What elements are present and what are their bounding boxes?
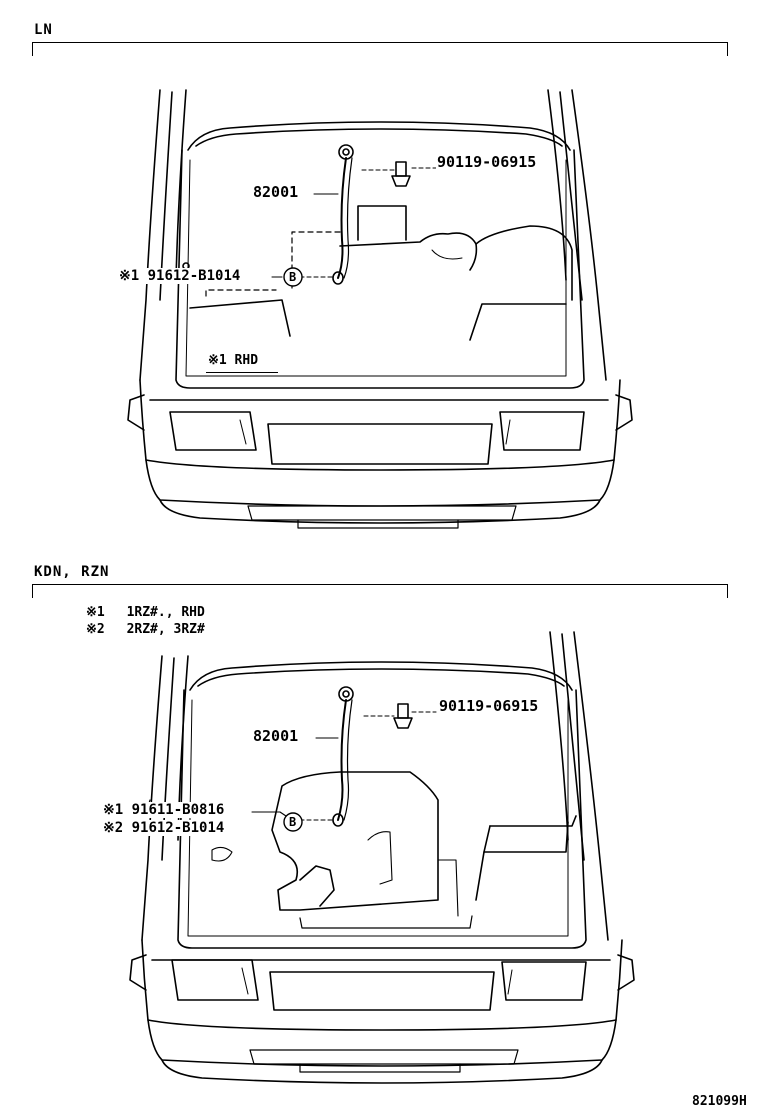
section-2-note-2: ※2 2RZ#, 3RZ# — [86, 622, 205, 637]
section-2-callout-letter: B — [289, 815, 297, 829]
section-2-title: KDN, RZN — [34, 564, 110, 580]
section-2-callout-circle — [283, 812, 303, 832]
section-2-note-1: ※1 1RZ#., RHD — [86, 605, 205, 620]
section-2-part-nut-2: ※2 91612-B1014 — [102, 820, 226, 836]
section-1-title: LN — [34, 22, 53, 38]
section-2-part-bolt: 90119-06915 — [438, 697, 540, 715]
section-2-note-1-mark: ※1 — [86, 605, 105, 620]
section-2-part-cable: 82001 — [252, 727, 300, 745]
section-1-part-bolt: 90119-06915 — [436, 153, 538, 171]
section-1-note-underline — [206, 372, 278, 373]
section-1-vehicle-drawing — [0, 0, 760, 560]
section-2-part-nut-1: ※1 91611-B0816 — [102, 802, 226, 818]
section-2-note-2-mark: ※2 — [86, 622, 105, 637]
section-2-note-2-text: 2RZ#, 3RZ# — [126, 622, 205, 637]
section-1-callout-circle — [283, 267, 303, 287]
section-1-callout-letter: B — [289, 270, 297, 284]
section-1-part-cable: 82001 — [252, 183, 300, 201]
section-1-part-nut: ※1 91612-B1014 — [118, 268, 242, 284]
section-1-note: ※1 RHD — [208, 353, 259, 368]
section-1-bracket — [32, 42, 728, 56]
section-2-note-1-text: 1RZ#., RHD — [126, 605, 205, 620]
diagram-code: 821099H — [692, 1094, 747, 1109]
section-2-bracket — [32, 584, 728, 598]
